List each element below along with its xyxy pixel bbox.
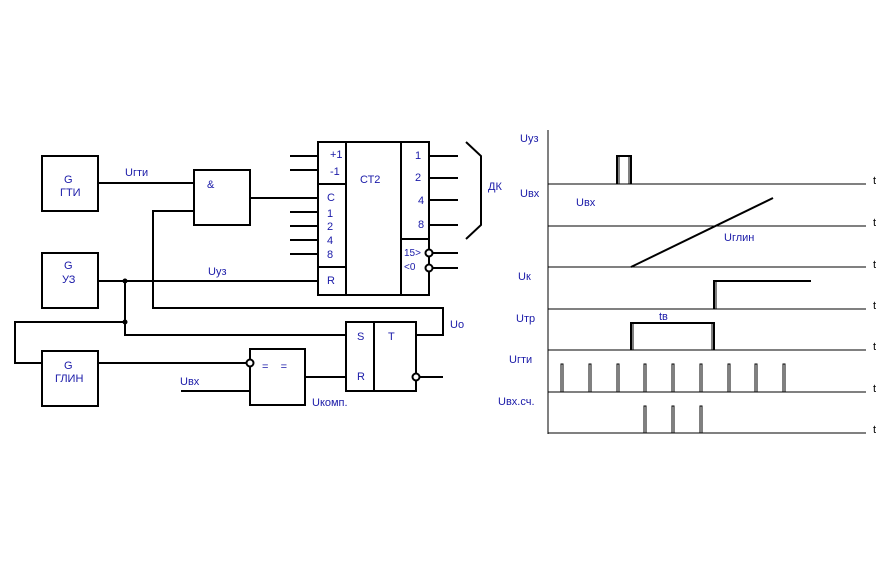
dk-label: ДК — [488, 181, 502, 193]
timing-label-ugti: Uгти — [509, 354, 532, 366]
counter-out-2: 2 — [415, 172, 421, 184]
counter-in-8: 8 — [327, 249, 333, 261]
rs-trigger: S R T — [345, 321, 417, 392]
counter-out-4: 4 — [418, 195, 424, 207]
time-axis-label: t — [873, 217, 876, 229]
counter-in-minus1: -1 — [330, 166, 340, 178]
time-axis-label: t — [873, 341, 876, 353]
counter-ct2: СТ2 +1 -1 C 1 2 4 8 R 1 2 4 8 15> <0 — [317, 141, 430, 296]
annotation-uvx: Uвх — [576, 197, 596, 209]
time-axis-label: t — [873, 259, 876, 271]
counter-title: СТ2 — [360, 174, 380, 186]
comparator-symbol: = = — [262, 361, 287, 373]
counter-in-plus1: +1 — [330, 149, 343, 161]
dk-bracket: ДК — [465, 141, 502, 240]
inversion-bubble — [424, 248, 434, 258]
signal-label-ugti: Uгти — [125, 167, 148, 179]
trigger-t: T — [388, 331, 395, 343]
waveform-uvxsch — [643, 405, 703, 433]
and-gate-symbol: & — [207, 179, 215, 191]
counter-in-1: 1 — [327, 208, 333, 220]
timing-label-uvxsch: Uвх.сч. — [498, 396, 535, 408]
timing-label-utr: Uтр — [516, 313, 535, 325]
and-gate: & — [193, 169, 251, 226]
waveform-uk — [713, 280, 811, 309]
gen-gti-line2: ГТИ — [60, 187, 81, 199]
inversion-bubble — [411, 372, 421, 382]
timing-label-uvx: Uвх — [520, 188, 540, 200]
counter-in-4: 4 — [327, 235, 333, 247]
signal-label-uvx: Uвх — [180, 376, 200, 388]
timing-diagram: Uуз Uвх Uк Uтр Uгти Uвх.сч. t t t t t t … — [498, 130, 876, 436]
gen-glin-line1: G — [64, 360, 73, 372]
inversion-bubble — [245, 358, 255, 368]
inversion-bubble — [424, 263, 434, 273]
time-axis-label: t — [873, 383, 876, 395]
generator-gti: G ГТИ — [41, 155, 99, 212]
gen-gti-line1: G — [64, 174, 73, 186]
time-axis-label: t — [873, 300, 876, 312]
wires — [14, 182, 444, 392]
waveform-uglin-ramp — [630, 197, 774, 268]
signal-label-uo: Uo — [450, 319, 464, 331]
timing-label-uk: Uк — [518, 271, 531, 283]
trigger-r: R — [357, 371, 365, 383]
generator-uz: G УЗ — [41, 252, 99, 309]
gen-uz-line2: УЗ — [62, 274, 76, 286]
counter-out-gt15: 15> — [404, 248, 421, 259]
junction-dot — [122, 319, 128, 325]
counter-in-2: 2 — [327, 221, 333, 233]
counter-out-1: 1 — [415, 150, 421, 162]
counter-in-c: C — [327, 192, 335, 204]
waveform-utr — [630, 322, 715, 350]
counter-out-8: 8 — [418, 219, 424, 231]
waveform-uuz — [616, 155, 632, 184]
counter-out-lt0: <0 — [404, 262, 416, 273]
time-axis-label: t — [873, 424, 876, 436]
trigger-s: S — [357, 331, 364, 343]
signal-label-ukomp: Uкомп. — [312, 397, 348, 409]
annotation-uglin: Uглин — [724, 232, 754, 244]
generator-glin: G ГЛИН — [41, 350, 99, 407]
comparator: = = — [249, 348, 306, 406]
time-axis-label: t — [873, 175, 876, 187]
signal-label-uuz: Uуз — [208, 266, 227, 278]
counter-in-r: R — [327, 275, 335, 287]
annotation-tv: tв — [659, 311, 668, 323]
counter-input-pins — [290, 155, 318, 255]
junction-dot — [122, 278, 128, 284]
waveform-ugti — [560, 363, 786, 392]
timing-label-uuz: Uуз — [520, 133, 539, 145]
gen-glin-line2: ГЛИН — [55, 373, 83, 385]
gen-uz-line1: G — [64, 260, 73, 272]
counter-output-pins — [424, 155, 458, 273]
